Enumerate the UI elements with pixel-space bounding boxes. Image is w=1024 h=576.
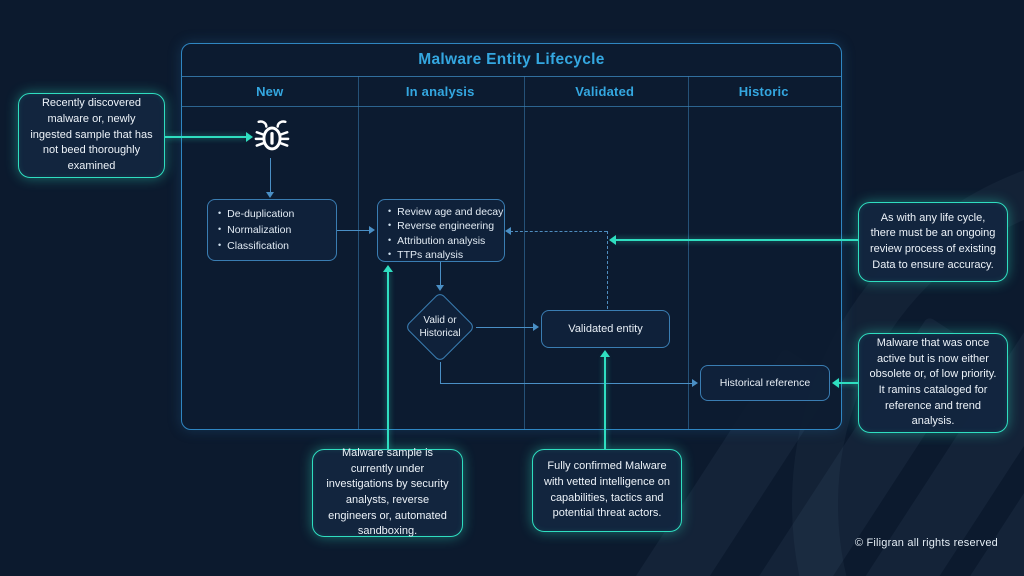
column-divider <box>524 76 525 429</box>
malware-bug-icon <box>254 120 290 151</box>
callout-validated: Fully confirmed Malware with vetted inte… <box>532 449 682 532</box>
teal-arrowhead-right-icon <box>246 132 253 142</box>
column-header-row: New In analysis Validated Historic <box>182 76 841 107</box>
diagram-title: Malware Entity Lifecycle <box>182 44 841 77</box>
arrowhead-down-icon <box>266 192 274 198</box>
teal-arrowhead-up-icon <box>383 265 393 272</box>
list-item: De-duplication <box>216 207 326 223</box>
arrow-newnote-to-bug <box>165 136 247 138</box>
callout-new-sample: Recently discovered malware or, newly in… <box>18 93 165 178</box>
historical-reference-node: Historical reference <box>700 365 830 401</box>
arrow-reviewnote-to-cycle <box>615 239 859 241</box>
intake-steps-list: De-duplication Normalization Classificat… <box>216 207 326 254</box>
column-header-in-analysis: In analysis <box>405 83 475 99</box>
teal-arrowhead-left-icon <box>832 378 839 388</box>
connector-decision-to-historical <box>440 383 692 384</box>
dashed-connector-horizontal <box>510 231 607 232</box>
intake-steps-node: De-duplication Normalization Classificat… <box>207 199 337 261</box>
copyright-text: © Filigran all rights reserved <box>854 537 998 549</box>
decision-label: Valid or Historical <box>419 315 461 339</box>
arrowhead-right-icon <box>533 323 539 331</box>
list-item: Classification <box>216 239 326 255</box>
arrow-historicnote-to-node <box>838 382 859 384</box>
arrow-validatednote-to-node <box>604 356 606 449</box>
list-item: Normalization <box>216 223 326 239</box>
list-item: Review age and decay <box>386 205 503 219</box>
column-header-validated: Validated <box>575 83 635 99</box>
column-divider <box>688 76 689 429</box>
connector-bug-to-intake <box>270 158 271 193</box>
list-item: Reverse engineering <box>386 219 494 233</box>
arrowhead-right-icon <box>692 379 698 387</box>
list-item: Attribution analysis <box>386 234 494 248</box>
callout-historic: Malware that was once active but is now … <box>858 333 1008 433</box>
teal-arrowhead-left-icon <box>609 235 616 245</box>
callout-in-analysis: Malware sample is currently under invest… <box>312 447 463 537</box>
callout-review-cycle: As with any life cycle, there must be an… <box>858 202 1008 282</box>
connector-intake-to-analysis <box>337 230 369 231</box>
validated-entity-node: Validated entity <box>541 310 670 348</box>
analysis-steps-list: Review age and decay Reverse engineering… <box>386 205 503 262</box>
arrowhead-left-icon <box>505 227 511 235</box>
list-item: TTPs analysis <box>386 248 494 262</box>
dashed-connector-vertical <box>607 231 608 309</box>
connector-decision-down <box>440 362 441 383</box>
arrowhead-down-icon <box>436 285 444 291</box>
connector-analysis-to-decision <box>440 262 441 285</box>
teal-arrowhead-up-icon <box>600 350 610 357</box>
column-header-historic: Historic <box>738 83 789 99</box>
connector-decision-to-validated <box>476 327 533 328</box>
column-divider <box>358 76 359 429</box>
analysis-steps-node: Review age and decay Reverse engineering… <box>377 199 505 262</box>
arrowhead-right-icon <box>369 226 375 234</box>
arrow-analysisnote-to-node <box>387 271 389 449</box>
column-header-new: New <box>256 83 284 99</box>
